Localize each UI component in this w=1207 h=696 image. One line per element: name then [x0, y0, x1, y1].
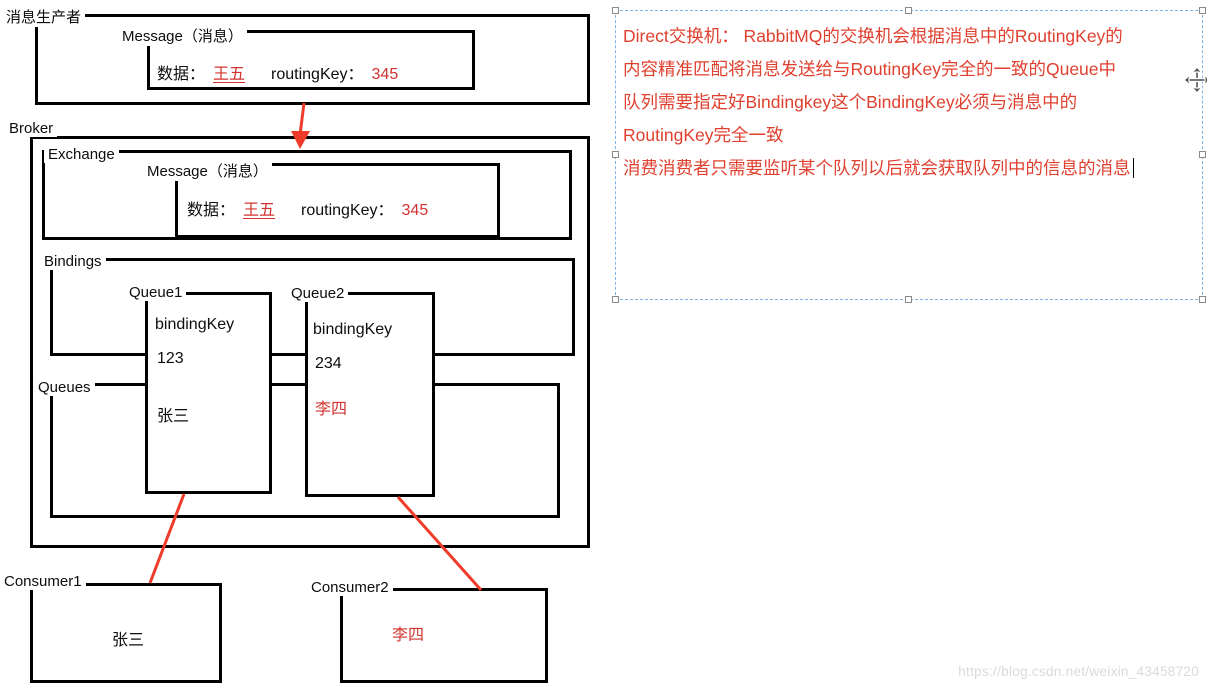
queue2-bindingkey-label: bindingKey — [313, 321, 393, 338]
queue1-value: 张三 — [157, 408, 190, 425]
text-caret — [1132, 158, 1134, 178]
consumer2-box — [340, 588, 548, 683]
producer-message-content: 数据： 王五 routingKey： 345 — [157, 60, 398, 84]
queue2-label: Queue2 — [287, 285, 349, 302]
producer-message-title: Message（消息） — [118, 25, 247, 46]
resize-handle-top-middle[interactable] — [905, 7, 912, 14]
consumer1-box — [30, 583, 222, 683]
resize-handle-middle-left[interactable] — [612, 151, 619, 158]
resize-handle-top-right[interactable] — [1199, 7, 1206, 14]
annotation-line: 队列需要指定好Bindingkey这个BindingKey必须与消息中的 — [623, 92, 1078, 112]
exchange-label: Exchange — [44, 146, 119, 163]
consumer2-label: Consumer2 — [307, 579, 393, 596]
annotation-text[interactable]: Direct交换机： RabbitMQ的交换机会根据消息中的RoutingKey… — [623, 20, 1201, 185]
resize-handle-bottom-right[interactable] — [1199, 296, 1206, 303]
queue1-label: Queue1 — [125, 284, 187, 301]
consumer1-value: 张三 — [112, 632, 145, 649]
broker-label: Broker — [5, 120, 58, 137]
resize-handle-middle-right[interactable] — [1199, 151, 1206, 158]
data-label: 数据： — [187, 202, 236, 219]
consumer1-label: Consumer1 — [0, 573, 86, 590]
bindings-label: Bindings — [40, 253, 106, 270]
resize-handle-bottom-left[interactable] — [612, 296, 619, 303]
annotation-line: RoutingKey完全一致 — [623, 125, 784, 145]
routing-value: 345 — [401, 202, 429, 219]
annotation-line: Direct交换机： RabbitMQ的交换机会根据消息中的RoutingKey… — [623, 26, 1123, 46]
queue2-value: 李四 — [315, 401, 348, 418]
queue1-bindingkey-value: 123 — [157, 350, 184, 367]
watermark-url: https://blog.csdn.net/weixin_43458720 — [958, 664, 1199, 679]
data-value: 王五 — [243, 202, 276, 219]
annotation-textbox[interactable]: Direct交换机： RabbitMQ的交换机会根据消息中的RoutingKey… — [612, 7, 1206, 303]
annotation-line: 内容精准匹配将消息发送给与RoutingKey完全的一致的Queue中 — [623, 59, 1117, 79]
routing-label: routingKey： — [301, 202, 394, 219]
annotation-line: 消费消费者只需要监听某个队列以后就会获取队列中的信息的消息 — [623, 158, 1131, 178]
exchange-message-content: 数据： 王五 routingKey： 345 — [187, 196, 428, 220]
routing-label: routingKey： — [271, 66, 364, 83]
queue1-box — [145, 292, 272, 494]
data-value: 王五 — [213, 66, 246, 83]
resize-handle-top-left[interactable] — [612, 7, 619, 14]
queue1-bindingkey-label: bindingKey — [155, 316, 235, 333]
resize-handle-bottom-middle[interactable] — [905, 296, 912, 303]
routing-value: 345 — [371, 66, 399, 83]
annotation-last-line: 消费消费者只需要监听某个队列以后就会获取队列中的信息的消息 — [623, 152, 1201, 185]
move-cursor-icon — [1183, 66, 1207, 94]
queues-label: Queues — [34, 379, 95, 396]
queue2-bindingkey-value: 234 — [315, 355, 342, 372]
queue2-box — [305, 292, 435, 497]
consumer2-value: 李四 — [392, 627, 425, 644]
data-label: 数据： — [157, 66, 206, 83]
producer-label: 消息生产者 — [2, 6, 86, 27]
exchange-message-title: Message（消息） — [143, 160, 272, 181]
producer-to-broker-arrow-shaft — [298, 102, 306, 136]
